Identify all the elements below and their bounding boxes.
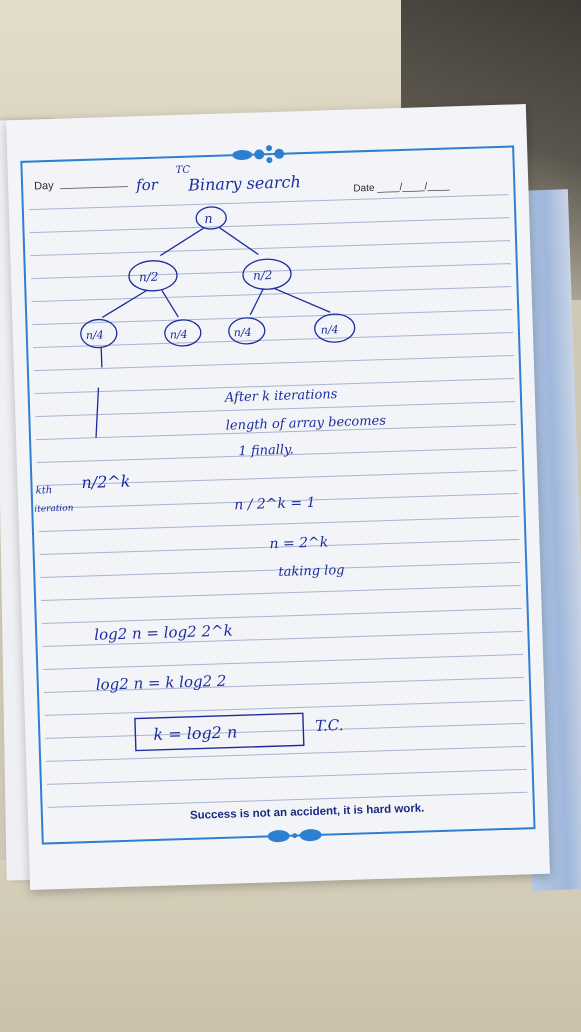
title-superscript: TC (176, 165, 191, 176)
table-surface-bottom (0, 860, 581, 1032)
ruled-line (37, 469, 518, 487)
ruled-line (46, 745, 526, 762)
ruled-line (32, 309, 513, 326)
ruled-line (43, 653, 524, 670)
ruled-line (29, 217, 510, 234)
kth-value: n/2^k (81, 472, 131, 493)
tree-node-l2-1 (164, 319, 202, 347)
tree-label-l2-0: n/4 (86, 328, 104, 342)
result-equation: k = log2 n (153, 722, 237, 744)
ruled-line (33, 332, 513, 349)
equation-5: log2 n = k log2 2 (96, 672, 227, 694)
title-main: Binary search (187, 172, 301, 195)
recursion-tree (95, 227, 331, 438)
ruled-line (44, 699, 525, 716)
equation-4: log2 n = log2 2^k (94, 621, 233, 643)
title-prefix: for (135, 176, 159, 195)
result-suffix: T.C. (315, 716, 344, 735)
ruled-line (38, 492, 519, 510)
kth-label: kth (36, 485, 53, 497)
ruled-line (45, 722, 526, 739)
tree-label-l2-2: n/4 (234, 326, 252, 340)
tree-node-l1-1 (242, 258, 292, 290)
ruled-line (42, 630, 523, 647)
page-drawing: Day Date ____/____/____ for TC Binary se… (20, 145, 536, 845)
ruled-line (41, 584, 521, 601)
result-box (134, 712, 305, 752)
tree-nodes: n n/2 n/2 n/4 n/4 n/4 n/4 (80, 206, 356, 349)
notebook-page: Day Date ____/____/____ for TC Binary se… (6, 104, 550, 890)
ruled-line (35, 401, 516, 418)
equation-1: n / 2^k = 1 (234, 495, 316, 514)
ruled-line (34, 378, 515, 395)
kth-label-iteration: iteration (34, 503, 74, 514)
footer-motto: Success is not an accident, it is hard w… (190, 803, 425, 822)
ruled-line (44, 676, 524, 693)
ruled-line (31, 286, 512, 303)
tree-node-l2-0 (80, 318, 118, 349)
ruled-lines (28, 194, 528, 808)
tree-label-l1-0: n/2 (139, 270, 159, 285)
explanation-line-3: 1 finally. (238, 442, 294, 459)
equation-2: n = 2^k (269, 534, 328, 552)
bottom-ornament (267, 829, 322, 843)
top-ornament (232, 145, 285, 164)
tree-node-l2-2 (228, 317, 266, 345)
explanation-line-1: After k iterations (224, 387, 338, 406)
ruled-line (28, 194, 509, 211)
ruled-line (31, 263, 511, 280)
tree-label-l2-1: n/4 (170, 328, 188, 342)
ruled-line (33, 355, 514, 372)
ruled-line (46, 768, 527, 785)
ruled-line (40, 561, 521, 579)
ruled-line (39, 538, 520, 556)
tree-label-l2-3: n/4 (321, 323, 339, 337)
ruled-line (47, 791, 528, 808)
day-line (60, 186, 129, 190)
ruled-line (41, 607, 522, 624)
tree-node-l1-0 (128, 260, 178, 292)
tree-root-node (195, 206, 227, 230)
ruled-line (38, 515, 519, 533)
ruled-line (36, 446, 517, 464)
date-label: Date ____/____/____ (353, 180, 450, 194)
ruled-line (30, 240, 511, 257)
tree-label-l1-1: n/2 (253, 268, 273, 283)
equation-3: taking log (278, 563, 345, 580)
ruled-line (36, 423, 516, 441)
tree-node-l2-3 (314, 313, 356, 343)
explanation-line-2: length of array becomes (226, 414, 387, 434)
tree-root-label: n (204, 212, 213, 227)
day-label: Day (34, 180, 54, 193)
